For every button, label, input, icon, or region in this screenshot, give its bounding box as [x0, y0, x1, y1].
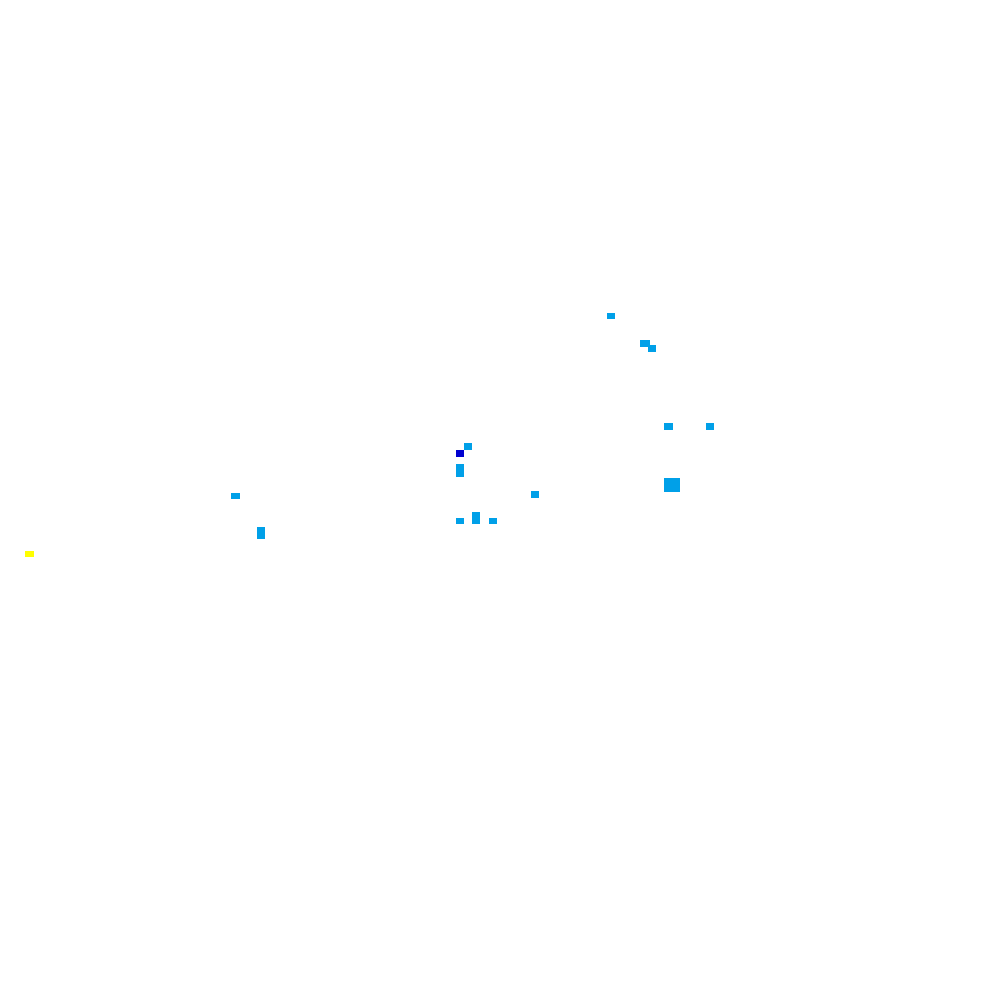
map-cell: [464, 443, 472, 450]
map-cell: [607, 313, 615, 319]
map-cell: [456, 518, 464, 524]
map-cell: [25, 551, 34, 557]
map-cell: [456, 464, 464, 477]
map-cell: [664, 478, 680, 492]
map-cell: [664, 423, 673, 430]
map-cell: [231, 493, 240, 499]
map-cell: [706, 423, 714, 430]
map-cell: [531, 491, 539, 498]
map-cell: [257, 527, 265, 539]
map-cell: [640, 340, 650, 347]
map-cell: [489, 518, 497, 524]
map-cell: [472, 512, 480, 524]
map-cell: [456, 450, 464, 457]
map-cell: [648, 345, 656, 352]
